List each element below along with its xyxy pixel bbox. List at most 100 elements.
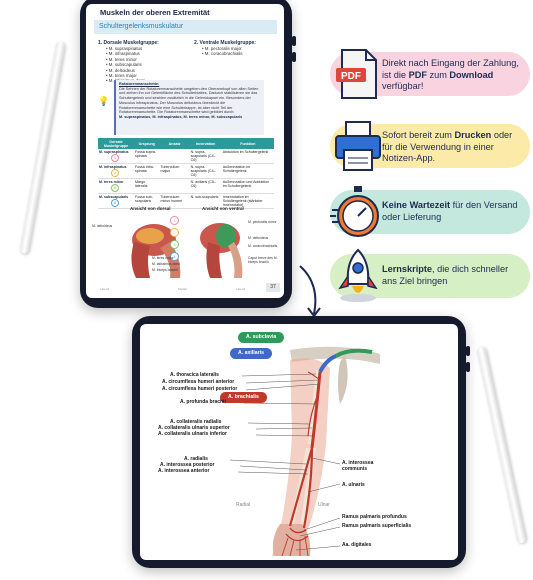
feature-text-part: Sofort bereit zum (382, 130, 455, 140)
table-header: Ursprung (134, 138, 160, 149)
artery-label: Aa. digitales (342, 542, 372, 548)
stylus-pencil-left (19, 40, 66, 255)
list-item: M. teres major (106, 73, 145, 78)
figure-label: M. deltoideus (92, 224, 113, 228)
feature-text-bold: Keine Wartezeit (382, 200, 451, 210)
figure-title-ventral: Ansicht von ventral (202, 206, 244, 211)
figure-label: M. deltoideus (248, 236, 269, 240)
page-title: Muskeln der oberen Extremität (100, 8, 210, 17)
muscle-number-badge: 4 (111, 199, 119, 207)
figure-label: M. triceps brachii (152, 268, 178, 272)
feature-text: Sofort bereit zum Drucken oder für die V… (382, 130, 522, 165)
table-cell-ursprung: Fossa sub-scapularis (134, 193, 160, 209)
figure-number: 1 (170, 216, 179, 225)
dorsal-list: M. supraspinatusM. infraspinatusM. teres… (106, 46, 145, 84)
artery-label: A. collateralis radialis (170, 419, 222, 425)
figure-label: Caput breve des M. biceps brachii (248, 256, 278, 264)
muscle-name: M. teres minor (99, 180, 124, 184)
feature-text-part: oder für die Verwendung in einer Notizen… (382, 130, 513, 163)
feature-text: Direkt nach Eingang der Zahlung, ist die… (382, 58, 522, 93)
section-title: Schultergelenksmuskulatur (94, 20, 277, 34)
list-item: M. pectoralis major (202, 46, 243, 51)
badge-subclavia: A. subclavia (238, 332, 285, 343)
table-header: Innervation (189, 138, 222, 149)
table-cell-funktion: Außenrotation im Schultergelenk (221, 163, 274, 179)
table-cell-funktion: Abduktion im Schultergelenk (221, 149, 274, 164)
info-box: Rotatorenmanschette: Die Sehnen der Rota… (114, 80, 264, 135)
svg-text:PDF: PDF (341, 71, 361, 82)
feature-text-bold: Lernskripte (382, 264, 433, 274)
dorsal-heading: 1. Dorsale Muskelgruppe: (98, 40, 159, 46)
artery-label: A. circumflexa humeri anterior (162, 379, 235, 385)
artery-label: Ramus palmaris superficialis (342, 523, 412, 529)
muscle-number-badge: 1 (111, 154, 119, 162)
artery-label: Ramus palmaris profundus (342, 514, 407, 520)
feature-text-part: verfügbar! (382, 81, 424, 91)
info-bold: M. supraspinatus, M. infraspinatus, M. t… (119, 114, 243, 119)
figure-number: 2 (170, 228, 179, 237)
list-item: M. coracobrachialis (202, 51, 243, 56)
artery-label: A. interossea anterior (158, 468, 210, 474)
radial-label: Radial (236, 502, 251, 508)
tablet-bottom: A. subclavia A. axillaris A. brachialis … (132, 316, 470, 568)
artery-label: A. radialis (184, 456, 208, 462)
feature-pill: PDF Direkt nach Eingang der Zahlung, ist … (330, 49, 530, 99)
table-cell-innervation: N. supra-scapularis (C4–C6) (189, 163, 222, 179)
list-item: M. teres minor (106, 57, 145, 62)
table-cell-ansatz (159, 178, 190, 194)
feature-text-part: , die dich schneller ans Ziel bringen (382, 264, 509, 286)
table-header: Funktion (221, 138, 274, 149)
tablet-top: Muskeln der oberen Extremität Schulterge… (80, 0, 296, 308)
figure-label: M. coracobrachialis (248, 244, 278, 248)
artery-label: A. interossea posterior (160, 462, 215, 468)
table-cell-ursprung: Margo lateralis (134, 178, 160, 194)
list-item: M. subscapularis (106, 62, 145, 67)
muscle-number-badge: 3 (111, 184, 119, 192)
table-cell-ansatz (159, 149, 190, 164)
info-title: Rotatorenmanschette: (119, 82, 160, 86)
feature-text-bold: Drucken (454, 130, 492, 140)
feature-text-bold: Download (449, 69, 494, 80)
pdf-file-icon: PDF (330, 44, 386, 104)
muscle-name: M. infraspinatus (99, 165, 127, 169)
figure-label: M. teres major (152, 256, 174, 260)
rocket-icon (330, 246, 386, 306)
arm-artery-illustration (229, 346, 380, 557)
table-cell-funktion: Innenrotation im Schultergelenk (stärkst… (221, 193, 274, 209)
table-cell-innervation: N. axillaris (C5–C6) (189, 178, 222, 194)
feature-pill: Keine Wartezeit für den Versand oder Lie… (330, 186, 530, 237)
table-cell-ansatz: Tuberculum majus (159, 163, 190, 179)
footer-label: Lateral (100, 287, 110, 291)
footer-label: Medial (178, 287, 187, 291)
stylus-pencil-right (476, 346, 527, 544)
artery-label: A. thoracica lateralis (170, 372, 219, 378)
feature-pill: Lernskripte, die dich schneller ans Ziel… (330, 248, 530, 302)
badge-axillaris: A. axillaris (230, 348, 272, 359)
footer-label: Lateral (236, 287, 246, 291)
ventral-heading: 2. Ventrale Muskelgruppe: (194, 40, 256, 46)
artery-label: A. profunda brachii (180, 399, 226, 405)
table-cell-funktion: Außenrotation und Adduktion im Schulterg… (221, 178, 274, 194)
table-cell-ursprung: Fossa supra-spinata (134, 149, 160, 164)
feature-text: Keine Wartezeit für den Versand oder Lie… (382, 200, 522, 223)
lightbulb-icon: 💡 (98, 96, 110, 106)
artery-label: A. circumflexa humeri posterior (162, 386, 238, 392)
muscle-name: M. subscapularis (99, 195, 129, 199)
stopwatch-icon (330, 182, 386, 242)
feature-text-part: zum (426, 69, 450, 80)
table-header: Ansatz (159, 138, 190, 149)
table-cell-innervation: N. sub-scapularis (189, 193, 222, 209)
artery-label: A. interossea communis (342, 460, 374, 472)
page-number: 37 (266, 283, 280, 292)
badge-brachialis: A. brachialis (220, 392, 267, 403)
